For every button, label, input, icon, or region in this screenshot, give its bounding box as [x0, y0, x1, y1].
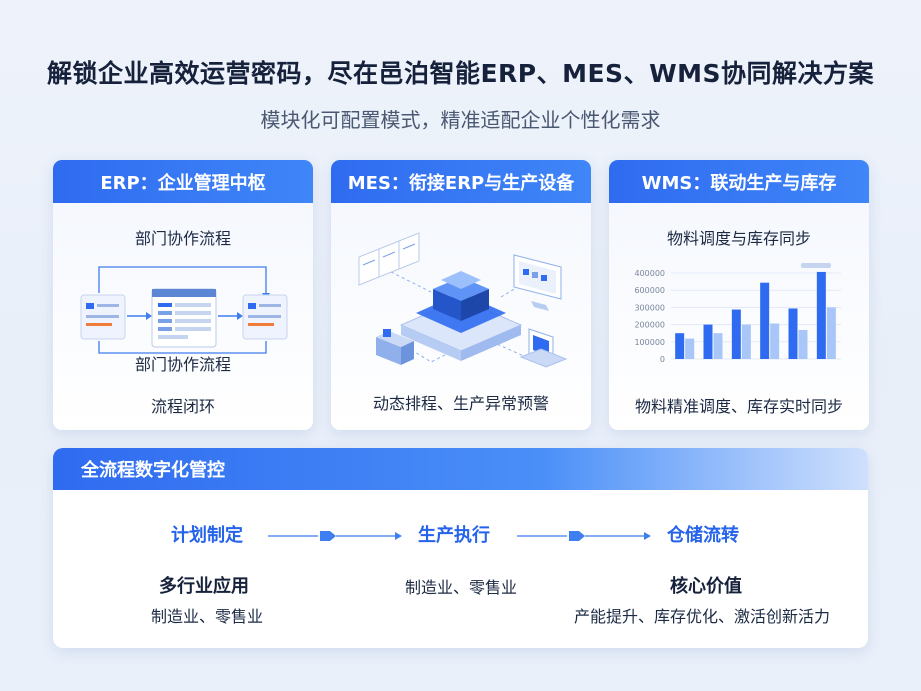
- flow-arrow-2-chevron: [569, 531, 585, 541]
- chart-bar-series-2: [826, 307, 836, 359]
- middle-text: 制造业、零售业: [405, 578, 518, 597]
- erp-center-doc-icon: [151, 288, 217, 348]
- chart-y-tick-label: 200000: [634, 321, 665, 330]
- mes-laptop-icon: [519, 328, 568, 368]
- page-title: 解锁企业高效运营密码，尽在邑泊智能ERP、MES、WMS协同解决方案: [46, 59, 875, 88]
- wms-bar-chart: 400000 600000 300000 200000 100000 0: [634, 263, 841, 364]
- chart-bar-series-1: [731, 309, 741, 359]
- chart-bar-series-2: [798, 329, 808, 359]
- chart-bar-series-1: [703, 324, 713, 359]
- mes-card-body: 动态排程、生产异常预警: [331, 203, 591, 430]
- chart-bar-series-1: [816, 271, 826, 359]
- chart-y-tick-label: 600000: [634, 286, 665, 295]
- mes-card: MES：衔接ERP与生产设备: [331, 160, 591, 430]
- wms-card-title: WMS：联动生产与库存: [609, 160, 869, 203]
- erp-card: ERP：企业管理中枢 部门协作流程: [53, 160, 313, 430]
- chart-bar-series-2: [685, 338, 695, 359]
- flow-arrow-2: [517, 531, 651, 541]
- chart-y-tick-label: 300000: [634, 303, 665, 312]
- chart-y-tick-label: 100000: [634, 338, 665, 347]
- wms-card-body: 物料调度与库存同步 400000 600000 300000 200000 100000…: [609, 203, 869, 430]
- industry-heading: 多行业应用: [159, 576, 249, 597]
- industry-text: 制造业、零售业: [151, 607, 264, 626]
- chart-bar-series-1: [675, 333, 685, 359]
- erp-card-title: ERP：企业管理中枢: [53, 160, 313, 203]
- mes-footer: 动态排程、生产异常预警: [372, 394, 549, 413]
- wms-card: WMS：联动生产与库存 物料调度与库存同步 400000 600000 300000…: [609, 160, 869, 430]
- wms-footer: 物料精准调度、库存实时同步: [634, 397, 843, 416]
- mes-monitor-icon: [513, 254, 562, 311]
- chart-y-tick-label: 400000: [634, 269, 665, 278]
- mes-device-icon: [376, 329, 414, 365]
- process-panel: 全流程数字化管控 计划制定 生产执行 仓储流转 多行业应用 制造业、零售业 制造…: [53, 448, 868, 648]
- erp-card-body: 部门协作流程: [53, 203, 313, 430]
- erp-mid-label: 部门协作流程: [134, 355, 231, 374]
- chart-bar-series-1: [788, 308, 798, 359]
- chart-bar-series-1: [760, 282, 770, 359]
- erp-footer: 流程闭环: [150, 397, 215, 416]
- erp-top-label: 部门协作流程: [134, 229, 231, 248]
- flow-arrow-1-chevron: [320, 531, 336, 541]
- step-execute: 生产执行: [418, 525, 490, 546]
- chart-bar-series-2: [713, 333, 723, 359]
- wms-chart-title: 物料调度与库存同步: [666, 229, 811, 248]
- erp-flow-line-bottom: [98, 341, 267, 354]
- chart-legend-blur: [801, 263, 831, 268]
- page-subtitle: 模块化可配置模式，精准适配企业个性化需求: [260, 108, 661, 132]
- mes-isometric-illustration: [358, 232, 568, 368]
- erp-flow-line-top: [98, 266, 267, 293]
- erp-left-doc-icon: [80, 294, 126, 340]
- chart-bar-series-2: [741, 324, 751, 359]
- chart-y-tick-label: 0: [660, 355, 665, 364]
- value-heading: 核心价值: [670, 576, 742, 597]
- mes-server-platform-icon: [399, 271, 523, 361]
- value-text: 产能提升、库存优化、激活创新活力: [574, 607, 831, 626]
- mes-document-stack-icon: [358, 232, 420, 286]
- process-panel-title: 全流程数字化管控: [53, 448, 868, 490]
- chart-bar-series-2: [770, 323, 780, 359]
- erp-right-doc-icon: [242, 294, 288, 340]
- step-plan: 计划制定: [171, 525, 243, 546]
- erp-workflow-diagram: [80, 266, 288, 354]
- mes-card-title: MES：衔接ERP与生产设备: [331, 160, 591, 203]
- step-warehouse: 仓储流转: [667, 525, 739, 546]
- flow-arrow-1: [268, 531, 402, 541]
